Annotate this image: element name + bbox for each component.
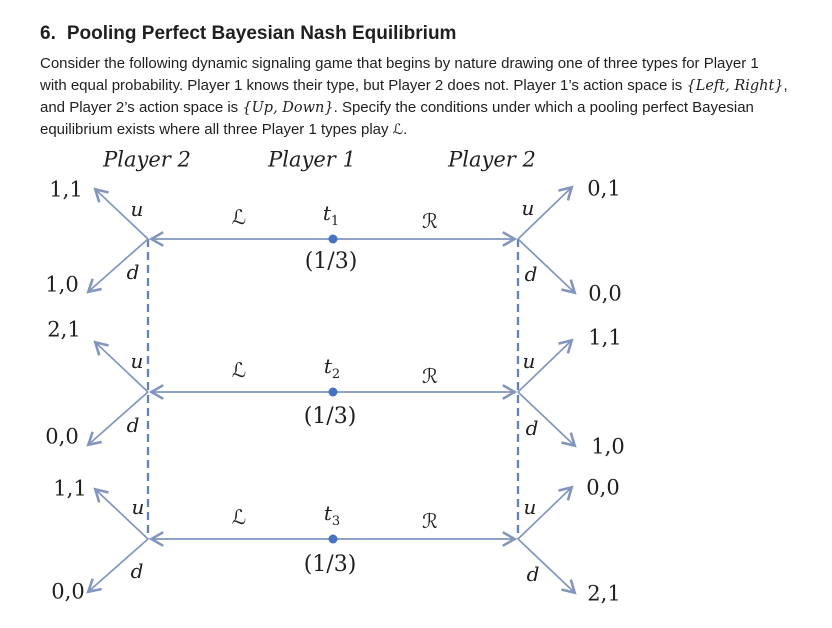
edge-t3-left-d [86, 538, 149, 594]
payoff-left-u-t1: 1,1 [49, 177, 83, 202]
type-letter: t [322, 201, 331, 225]
nature-node-t2 [328, 387, 338, 397]
branch-label-d-left-t1: d [126, 260, 140, 284]
action-space-left-right: {Left, Right} [686, 78, 784, 94]
nature-node-t3 [328, 534, 338, 544]
action-label-L-t3: ℒ [231, 505, 247, 529]
section-number: 6. [40, 22, 56, 44]
probability-label-t3: (1/3) [303, 552, 357, 577]
branch-label-u-right-t3: u [523, 495, 537, 519]
intro-line2-text: with equal probability. Player 1 knows t… [40, 77, 687, 94]
payoff-right-u-t2: 1,1 [588, 325, 622, 350]
type-label-t2: t2 [323, 354, 340, 381]
action-label-R-t2: ℛ [422, 364, 438, 388]
action-label-R-t1: ℛ [422, 209, 438, 233]
payoff-right-d-t1: 0,0 [588, 281, 622, 306]
script-L-inline: ℒ [392, 122, 404, 138]
column-header-player2-right: Player 2 [448, 147, 536, 172]
action-space-up-down: {Up, Down} [242, 100, 334, 116]
edge-t3-right-u [517, 485, 574, 540]
payoff-left-d-t3: 0,0 [51, 579, 85, 604]
edge-t2-left-u [93, 340, 149, 393]
action-label-L-t2: ℒ [231, 358, 247, 382]
branch-label-d-right-t1: d [524, 262, 538, 286]
branch-label-d-right-t3: d [526, 562, 540, 586]
probability-label-t1: (1/3) [304, 249, 358, 274]
payoff-left-d-t1: 1,0 [45, 272, 79, 297]
branch-label-d-left-t3: d [130, 559, 144, 583]
edge-t1-right-u [517, 185, 574, 240]
edge-t2-right-u [517, 338, 574, 393]
edge-t1-right-d [517, 238, 577, 295]
intro-line3-text: and Player 2’s action space is [40, 99, 243, 116]
edge-t1-left-u [93, 187, 149, 240]
branch-label-d-left-t2: d [126, 413, 140, 437]
action-label-R-t3: ℛ [422, 509, 438, 533]
branch-label-u-right-t2: u [522, 349, 536, 373]
type-label-t1: t1 [322, 201, 339, 228]
intro-line3-rest: . Specify the conditions under which a p… [333, 99, 754, 116]
probability-label-t2: (1/3) [303, 404, 357, 429]
intro-line2-comma: , [783, 77, 788, 94]
section-title: Pooling Perfect Bayesian Nash Equilibriu… [66, 22, 457, 44]
edge-t3-right-d [517, 538, 577, 595]
branch-label-d-right-t2: d [525, 416, 539, 440]
payoff-left-u-t2: 2,1 [47, 317, 81, 342]
action-label-L-t1: ℒ [231, 205, 247, 229]
column-header-player2-left: Player 2 [103, 147, 191, 172]
type-label-t3: t3 [323, 501, 340, 528]
edge-t2-left-d [86, 391, 149, 447]
intro-line4-period: . [403, 121, 408, 138]
payoff-left-u-t3: 1,1 [53, 476, 87, 501]
type-subscript: 2 [331, 367, 341, 382]
intro-line1: Consider the following dynamic signaling… [40, 55, 759, 72]
branch-label-u-right-t1: u [521, 196, 535, 220]
type-letter: t [323, 501, 332, 525]
edge-t3-left-u [93, 487, 149, 540]
branch-label-u-left-t1: u [130, 197, 144, 221]
nature-node-t1 [328, 234, 338, 244]
edge-t1-left-d [86, 238, 149, 294]
page-title: 6. Pooling Perfect Bayesian Nash Equilibr… [40, 22, 456, 46]
branch-label-u-left-t3: u [131, 495, 145, 519]
column-header-player1: Player 1 [268, 147, 356, 172]
payoff-right-d-t2: 1,0 [591, 434, 625, 459]
payoff-right-u-t3: 0,0 [586, 475, 620, 500]
payoff-left-d-t2: 0,0 [45, 424, 79, 449]
type-letter: t [323, 354, 332, 378]
payoff-right-u-t1: 0,1 [587, 176, 621, 201]
type-subscript: 1 [330, 214, 340, 229]
problem-statement: Consider the following dynamic signaling… [40, 53, 820, 141]
edge-t2-right-d [517, 391, 577, 448]
type-subscript: 3 [331, 514, 341, 529]
intro-line4-text: equilibrium exists where all three Playe… [40, 121, 393, 138]
payoff-right-d-t3: 2,1 [587, 581, 621, 606]
branch-label-u-left-t2: u [130, 349, 144, 373]
